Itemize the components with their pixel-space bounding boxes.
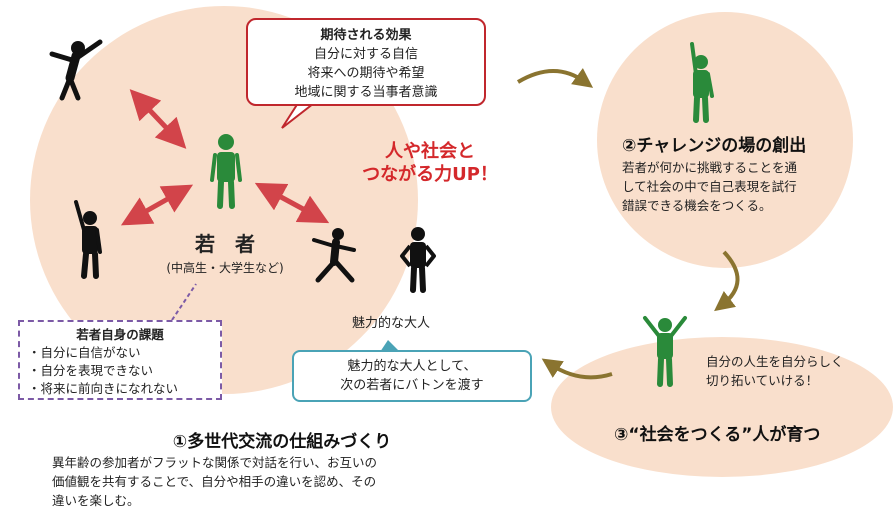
- step1-title: ①多世代交流の仕組みづくり: [172, 432, 392, 452]
- step2-line: 若者が何かに挑戦することを通: [622, 160, 798, 175]
- step1-line: 異年齢の参加者がフラットな関係で対話を行い、お互いの: [52, 455, 378, 470]
- youth-label: 若 者 (中高生・大学生など): [140, 228, 310, 276]
- step3-title: ③“社会をつくる”人が育つ: [614, 425, 821, 445]
- double-arrow-icon: [120, 184, 194, 226]
- challenge-person-icon: [690, 42, 714, 123]
- youth-subtitle: (中高生・大学生など): [166, 261, 284, 275]
- step1-description: 異年齢の参加者がフラットな関係で対話を行い、お互いの 価値観を共有することで、自…: [52, 453, 377, 510]
- step3-line: 自分の人生を自分らしく: [706, 354, 844, 369]
- effects-line: 将来への期待や希望: [307, 66, 425, 81]
- connection-line: 人や社会と: [385, 141, 475, 162]
- effects-line: 地域に関する当事者意識: [294, 85, 438, 100]
- step1-line: 価値観を共有することで、自分や相手の違いを認め、その: [52, 474, 377, 489]
- step1-line: 違いを楽しむ。: [52, 493, 140, 508]
- flow-arrow-icon: [516, 68, 594, 88]
- adult-baton-box: 魅力的な大人として、 次の若者にバトンを渡す: [292, 350, 532, 402]
- connection-text: 人や社会と つながる力UP！: [350, 140, 510, 186]
- grown-person-icon: [643, 316, 687, 387]
- issue-item: ・自分を表現できない: [28, 363, 154, 378]
- youth-person-icon: [210, 134, 242, 209]
- step2-line: して社会の中で自己表現を試行: [622, 179, 797, 194]
- baton-line: 魅力的な大人として、: [347, 359, 477, 374]
- step2-title: ②チャレンジの場の創出: [622, 136, 807, 156]
- issues-title: 若者自身の課題: [76, 327, 164, 342]
- person-icon: [400, 227, 436, 293]
- step2-circle: [597, 12, 853, 268]
- issue-item: ・将来に前向きになれない: [28, 381, 179, 396]
- person-icon: [74, 200, 102, 279]
- callout-joint: [300, 99, 316, 103]
- expected-effects-callout: 期待される効果 自分に対する自信 将来への期待や希望 地域に関する当事者意識: [246, 18, 486, 106]
- step3-circle: [551, 337, 893, 477]
- step2-block: ②チャレンジの場の創出 若者が何かに挑戦することを通 して社会の中で自己表現を試…: [622, 131, 842, 215]
- person-icon: [312, 228, 356, 283]
- double-arrow-icon: [254, 182, 330, 224]
- adult-label: 魅力的な大人: [352, 316, 431, 331]
- connection-line: つながる力UP！: [362, 164, 498, 185]
- flow-arrow-icon: [714, 250, 740, 312]
- youth-issues-box: 若者自身の課題 ・自分に自信がない ・自分を表現できない ・将来に前向きになれな…: [18, 320, 222, 400]
- youth-title: 若 者: [195, 232, 255, 256]
- step3-description: 自分の人生を自分らしく 切り拓いていける！: [706, 352, 844, 390]
- step2-line: 錯誤できる機会をつくる。: [622, 198, 772, 213]
- double-arrow-icon: [129, 89, 187, 149]
- effects-title: 期待される効果: [320, 28, 412, 43]
- person-icon: [49, 39, 103, 101]
- step3-line: 切り拓いていける！: [706, 373, 819, 388]
- flow-arrow-icon: [541, 358, 613, 380]
- baton-line: 次の若者にバトンを渡す: [340, 378, 484, 393]
- step1-block: ①多世代交流の仕組みづくり: [92, 427, 512, 452]
- effects-line: 自分に対する自信: [313, 47, 418, 62]
- issue-item: ・自分に自信がない: [28, 345, 141, 360]
